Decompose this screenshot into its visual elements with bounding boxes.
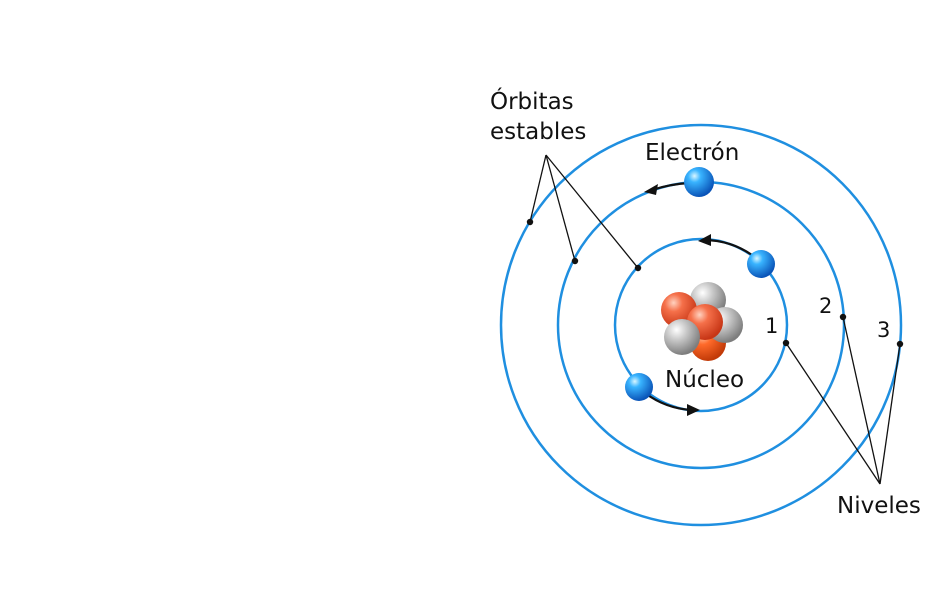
orbits-leader-lines (529, 154, 639, 269)
arrowhead-orbit-1-bottom (687, 404, 700, 416)
electrons (625, 167, 775, 401)
label-orbits-line2: estables (490, 119, 586, 145)
label-orbits-line1: Órbitas (490, 87, 574, 115)
electron (684, 167, 714, 197)
arrowhead-orbit-1-top (698, 234, 711, 246)
nucleus (661, 282, 743, 361)
orbit-level-1 (613, 237, 789, 413)
label-levels: Niveles (837, 493, 921, 519)
orbits-leader-dots (526, 218, 642, 272)
arrowheads (644, 184, 711, 416)
electron (625, 373, 653, 401)
label-nucleus: Núcleo (665, 367, 744, 393)
arrowhead-orbit-2 (644, 184, 658, 195)
electron (747, 250, 775, 278)
orbit-level-3 (499, 123, 903, 527)
level-number-3: 3 (877, 318, 890, 342)
level-number-1: 1 (765, 314, 778, 338)
levels-leader-lines (785, 316, 901, 485)
label-electron: Electrón (645, 140, 739, 166)
levels-leader-dots (782, 313, 904, 348)
neutron (664, 319, 700, 355)
level-number-2: 2 (819, 294, 832, 318)
